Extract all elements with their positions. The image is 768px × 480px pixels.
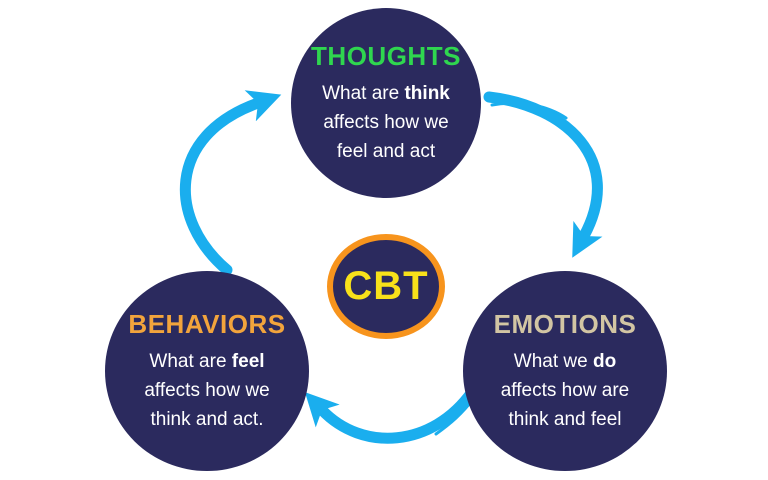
emotions-line1-pre: What we	[513, 350, 593, 372]
behaviors-line1-pre: What are	[149, 350, 232, 372]
cbt-label: CBT	[343, 264, 429, 308]
behaviors-line2: affects how we	[144, 379, 270, 401]
behaviors-line1-bold: feel	[231, 350, 265, 372]
thoughts-line1-pre: What are	[322, 82, 405, 104]
node-cbt: CBT	[327, 234, 445, 339]
arrow-thoughts-to-emotions-icon	[483, 91, 603, 258]
node-thoughts: THOUGHTS What are think affects how we f…	[291, 8, 481, 198]
arrow-behaviors-to-thoughts-icon	[179, 90, 282, 276]
thoughts-line2: affects how we	[323, 111, 449, 133]
node-behaviors-title: BEHAVIORS	[128, 308, 286, 339]
emotions-line2: affects how are	[500, 379, 630, 401]
node-behaviors: BEHAVIORS What are feel affects how we t…	[105, 271, 309, 471]
node-thoughts-title: THOUGHTS	[311, 40, 461, 71]
arrow-emotions-to-behaviors-icon	[304, 386, 478, 444]
node-behaviors-text: What are feel affects how we think and a…	[144, 347, 269, 434]
arrow-behaviors-to-thoughts-accent-icon	[192, 226, 231, 270]
thoughts-line1-bold: think	[404, 82, 450, 104]
thoughts-line3: feel and act	[336, 140, 436, 162]
node-emotions-title: EMOTIONS	[493, 308, 637, 339]
behaviors-line3: think and act.	[150, 408, 264, 430]
arrow-thoughts-to-emotions-accent-icon	[490, 101, 568, 120]
node-thoughts-text: What are think affects how we feel and a…	[322, 79, 450, 166]
node-emotions: EMOTIONS What we do affects how are thin…	[463, 271, 667, 471]
node-emotions-text: What we do affects how are think and fee…	[501, 347, 630, 434]
emotions-line1-bold: do	[592, 350, 617, 372]
emotions-line3: think and feel	[508, 408, 622, 430]
